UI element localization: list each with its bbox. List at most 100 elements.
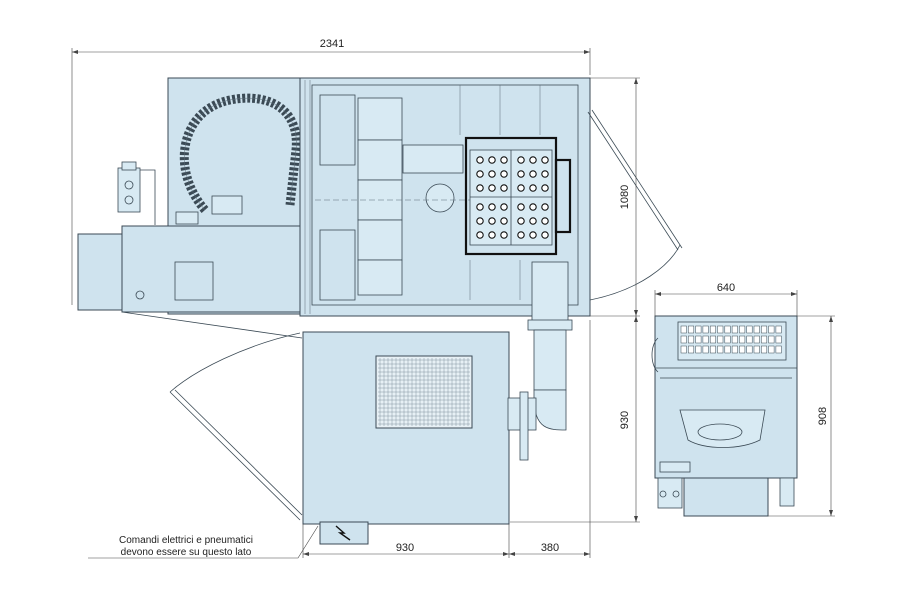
mesh-pattern [378, 358, 470, 426]
dim-lower-width: 930 [396, 542, 414, 554]
keyboard-key [739, 325, 746, 334]
keyboard-key [768, 335, 775, 344]
keyboard-key [739, 335, 746, 344]
tray-hole [529, 203, 537, 211]
tray-hole [541, 170, 549, 178]
keyboard-key [731, 335, 738, 344]
keyboard-key [753, 345, 760, 354]
keyboard-key [746, 325, 753, 334]
keyboard-key [680, 325, 687, 334]
dim-outlet-width: 380 [541, 542, 559, 554]
note-leader-line [88, 525, 319, 559]
side-hood [679, 409, 766, 448]
keyboard-key [761, 325, 768, 334]
keyboard-key [761, 345, 768, 354]
keyboard-keys [680, 325, 782, 354]
tray-hole [500, 170, 508, 178]
keyboard-key [695, 345, 702, 354]
keyboard-key [688, 325, 695, 334]
dim-side-height: 908 [817, 407, 829, 425]
tray-hole [500, 156, 508, 164]
tray-hole [517, 170, 525, 178]
duct-elbow [533, 389, 567, 431]
note-line-2: devono essere su questo lato [121, 547, 252, 558]
keyboard-key [731, 325, 738, 334]
tray-hole [541, 203, 549, 211]
keyboard-key [768, 325, 775, 334]
keyboard-key [746, 345, 753, 354]
keyboard-key [709, 345, 716, 354]
extraction-duct [527, 261, 573, 391]
note-line-1: Comandi elettrici e pneumatici [119, 535, 253, 546]
tray-hole [529, 170, 537, 178]
keyboard-key [724, 325, 731, 334]
keyboard-key [688, 335, 695, 344]
keyboard-key [717, 345, 724, 354]
keyboard-key [739, 345, 746, 354]
tray-hole [541, 184, 549, 192]
valve-group [117, 161, 156, 225]
tray-hole [488, 231, 496, 239]
keyboard-key [717, 325, 724, 334]
keyboard-key [717, 335, 724, 344]
tool-tray [464, 136, 572, 256]
keyboard-key [761, 335, 768, 344]
tray-hole [476, 203, 484, 211]
tray-hole [500, 217, 508, 225]
tray-hole [517, 231, 525, 239]
keyboard-key [775, 345, 782, 354]
tray-hole [488, 156, 496, 164]
door-swing-left [169, 332, 301, 393]
tray-hole [476, 231, 484, 239]
tray-hole [476, 217, 484, 225]
tray-hole [541, 217, 549, 225]
tray-holes [476, 156, 549, 239]
keyboard-key [775, 325, 782, 334]
keyboard-key [753, 325, 760, 334]
dimension-lines [71, 48, 835, 559]
keyboard-key [709, 335, 716, 344]
tray-hole [541, 156, 549, 164]
keyboard-key [688, 345, 695, 354]
tray-hole [488, 170, 496, 178]
dim-main-height: 1080 [619, 185, 631, 209]
lightning-icon [335, 525, 351, 541]
side-view [651, 315, 798, 517]
dim-side-width: 640 [717, 282, 735, 294]
keyboard-key [709, 325, 716, 334]
dim-overall-width: 2341 [320, 38, 344, 50]
keyboard-key [680, 335, 687, 344]
tray-hole [517, 184, 525, 192]
tray-hole [517, 203, 525, 211]
tray-hole [517, 156, 525, 164]
keyboard-key [695, 335, 702, 344]
tray-hole [476, 184, 484, 192]
keyboard-key [731, 345, 738, 354]
spindle-circle [425, 183, 455, 213]
tray-hole [541, 231, 549, 239]
tray-hole [476, 170, 484, 178]
tray-hole [476, 156, 484, 164]
keyboard-key [753, 335, 760, 344]
tray-hole [529, 156, 537, 164]
keyboard-key [768, 345, 775, 354]
tray-hole [529, 231, 537, 239]
tray-hole [529, 217, 537, 225]
top-view [77, 77, 683, 391]
tray-hole [517, 217, 525, 225]
keyboard-key [695, 325, 702, 334]
keyboard-key [680, 345, 687, 354]
tray-hole [488, 217, 496, 225]
tray-hole [500, 184, 508, 192]
keyboard-key [746, 335, 753, 344]
keyboard-key [724, 335, 731, 344]
tray-hole [488, 184, 496, 192]
tray-hole [500, 203, 508, 211]
tray-hole [529, 184, 537, 192]
keyboard-key [702, 325, 709, 334]
electrical-cabinet [121, 225, 303, 313]
keyboard-key [702, 345, 709, 354]
tray-hole [488, 203, 496, 211]
lower-view [121, 311, 567, 545]
